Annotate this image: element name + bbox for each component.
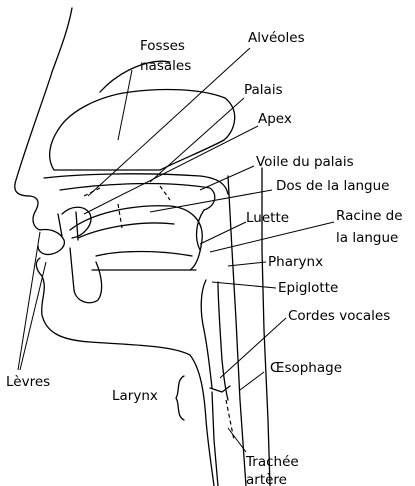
label-dos-de-la-langue: Dos de la langue	[276, 178, 389, 194]
label-cordes-vocales: Cordes vocales	[288, 308, 390, 324]
label-alveoles: Alvéoles	[248, 30, 305, 46]
label-levres: Lèvres	[6, 374, 50, 390]
labels: Fosses nasales Alvéoles Palais Apex Voil…	[6, 30, 403, 486]
label-oesophage: Œsophage	[270, 360, 342, 376]
label-voile-du-palais: Voile du palais	[256, 154, 354, 170]
label-luette: Luette	[246, 210, 289, 226]
leader-lines	[18, 48, 334, 452]
leader-dos-de-la-langue	[150, 190, 272, 212]
label-epiglotte: Epiglotte	[278, 280, 338, 296]
leader-oesophage	[240, 372, 264, 390]
label-trachee-line1: Trachée	[245, 454, 299, 470]
label-racine-line1: Racine de	[336, 208, 403, 224]
leader-fosses-nasales	[118, 70, 132, 140]
label-racine-line2: la langue	[336, 230, 398, 246]
label-pharynx: Pharynx	[268, 254, 323, 270]
label-palais: Palais	[244, 82, 283, 98]
label-fosses-nasales-line2: nasales	[140, 58, 191, 74]
nasal-cavity	[50, 61, 235, 170]
leader-racine	[210, 222, 334, 252]
label-fosses-nasales-line1: Fosses	[140, 38, 185, 54]
epiglottis-and-larynx	[176, 280, 234, 486]
leader-pharynx	[228, 262, 266, 266]
label-apex: Apex	[258, 111, 292, 127]
lips-and-teeth	[38, 212, 102, 303]
leader-epiglotte	[212, 282, 276, 288]
leader-luette	[200, 222, 246, 244]
label-trachee-line2: artère	[246, 472, 287, 486]
label-larynx: Larynx	[112, 388, 158, 404]
